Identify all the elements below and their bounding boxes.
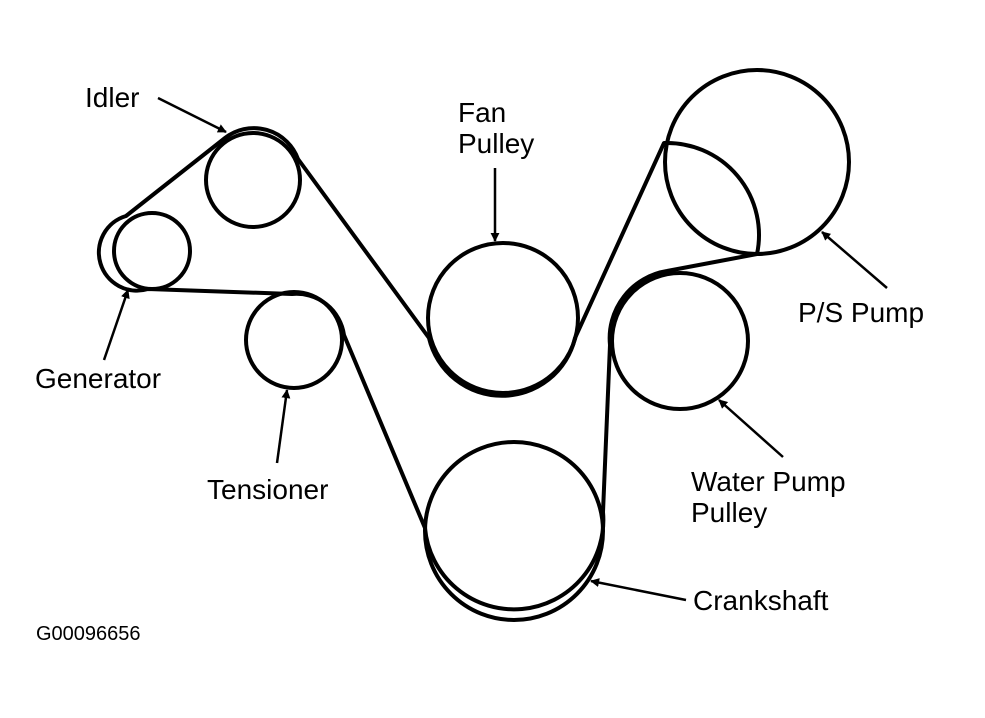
crankshaft-pulley bbox=[423, 440, 605, 622]
tensioner-label: Tensioner bbox=[207, 474, 329, 505]
water-pump-label: Water Pump Pulley bbox=[691, 466, 846, 528]
water-pump-arrow bbox=[718, 399, 784, 458]
generator-label: Generator bbox=[35, 363, 162, 394]
fan-pulley-label: Fan Pulley bbox=[458, 97, 534, 159]
figure-code: G00096656 bbox=[36, 623, 141, 645]
ps-pump-label: P/S Pump bbox=[798, 297, 925, 328]
idler-pulley bbox=[204, 131, 302, 229]
generator-pulley bbox=[112, 211, 192, 291]
idler-label: Idler bbox=[85, 82, 140, 113]
tensioner-pulley bbox=[244, 290, 344, 390]
drive-belt bbox=[96, 126, 761, 612]
ps-pump-arrow bbox=[821, 231, 888, 289]
crankshaft-arrow bbox=[590, 578, 687, 602]
fan-pulley-label-line2: Pulley bbox=[458, 128, 535, 159]
generator-arrow bbox=[102, 289, 130, 361]
ps-pump-pulley bbox=[663, 68, 851, 256]
tensioner-arrow bbox=[275, 389, 291, 464]
water-pump-pulley bbox=[610, 271, 750, 411]
fan-pulley bbox=[426, 241, 580, 395]
water-pump-label-line1: Water Pump bbox=[691, 466, 846, 497]
water-pump-label-line2: Pulley bbox=[691, 497, 768, 528]
idler-arrow bbox=[157, 96, 227, 134]
crankshaft-label: Crankshaft bbox=[693, 585, 829, 616]
fan-pulley-label-line1: Fan bbox=[458, 97, 507, 128]
